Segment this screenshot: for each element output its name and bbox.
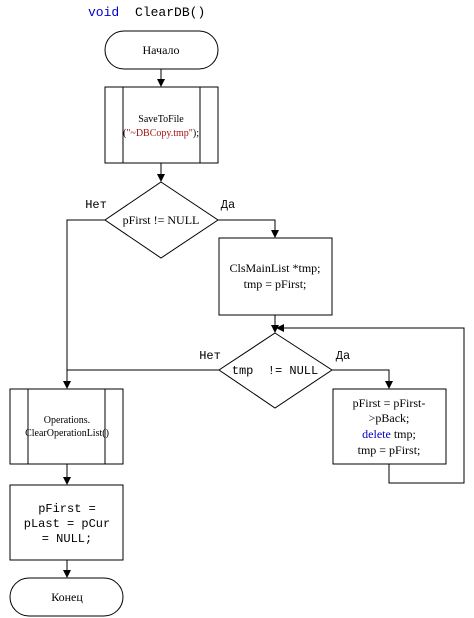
start-node: Начало (104, 30, 219, 70)
decl-node: ClsMainList *tmp; tmp = pFirst; (218, 237, 333, 316)
ops-node: Operations. ClearOperationList() (9, 388, 124, 465)
function-name: ClearDB() (135, 5, 205, 20)
cond1-node: pFirst != NULL Нет Да (85, 181, 235, 259)
loop-line1: pFirst = pFirst- (353, 396, 426, 410)
end-shape (9, 577, 124, 617)
save-node: SaveToFile ("~DBCopy.tmp"); (104, 86, 219, 164)
cond2-shape (218, 332, 333, 409)
connectors (63, 69, 465, 578)
ops-shape (9, 388, 124, 465)
start-label: Начало (143, 43, 180, 57)
cond1-no-label: Нет (85, 198, 107, 212)
reset-node: pFirst = pLast = pCur = NULL; (9, 484, 124, 561)
reset-line1: pFirst = (38, 502, 96, 516)
arrow-cond1-yes (218, 219, 279, 238)
arrow-cond2-yes (332, 369, 393, 389)
cond2-node: tmp != NULL Нет Да (199, 332, 350, 409)
loop-body-node: pFirst = pFirst- >pBack; delete tmp; tmp… (332, 388, 447, 465)
keyword-void: void (88, 5, 119, 20)
end-label: Конец (51, 590, 83, 604)
loop-line2: >pBack; (369, 411, 410, 425)
reset-shape (9, 484, 124, 561)
reset-line3: = NULL; (42, 532, 92, 546)
reset-line2: pLast = pCur (24, 517, 110, 531)
save-line2: ("~DBCopy.tmp"); (123, 128, 199, 139)
loop-line4: tmp = pFirst; (358, 443, 421, 457)
start-shape (104, 30, 219, 70)
cond1-shape (104, 181, 219, 259)
cond2-label: tmp != NULL (232, 364, 318, 378)
cond2-no-label: Нет (199, 349, 221, 363)
cond2-yes-label: Да (336, 349, 350, 363)
arrow-cond1-no (63, 219, 105, 389)
ops-line2: ClearOperationList() (25, 428, 109, 439)
delete-keyword: delete (362, 427, 391, 441)
arrow-loop-back (276, 324, 465, 484)
loop-line3: delete tmp; (362, 427, 416, 441)
decl-shape (218, 237, 333, 316)
cond1-yes-label: Да (221, 198, 235, 212)
cond1-label: pFirst != NULL (123, 213, 200, 227)
save-arg: "~DBCopy.tmp" (126, 128, 193, 139)
decl-line2: tmp = pFirst; (244, 277, 307, 291)
save-line1: SaveToFile (138, 114, 184, 125)
end-node: Конец (9, 577, 124, 617)
save-shape (104, 86, 219, 164)
decl-line1: ClsMainList *tmp; (229, 261, 320, 275)
loop-body-shape (332, 388, 447, 465)
ops-line1: Operations. (44, 415, 90, 426)
function-signature: void ClearDB() (88, 5, 205, 20)
